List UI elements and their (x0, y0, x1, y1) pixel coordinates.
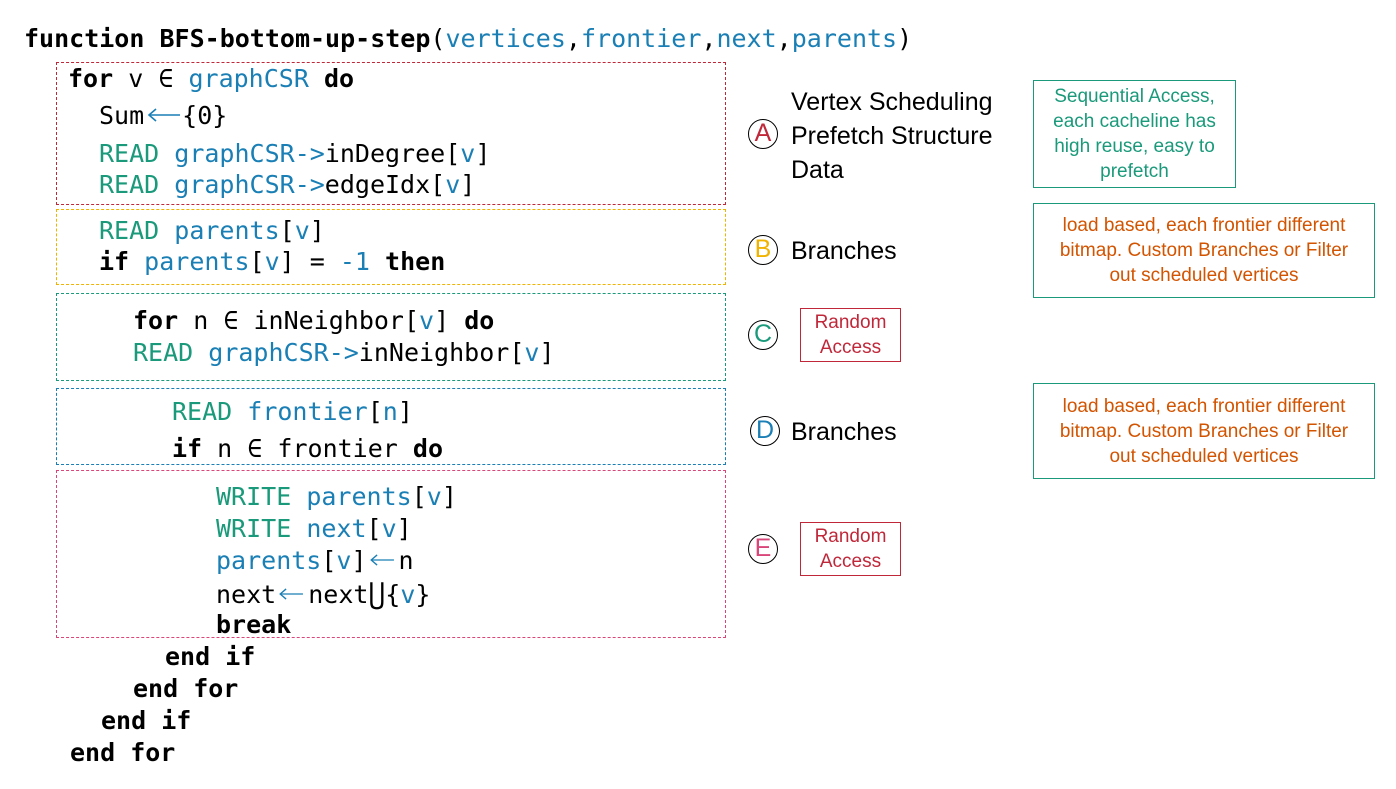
code-line-break: break (216, 610, 292, 639)
code-line-for-v: for v ∈ graphCSR do (68, 64, 355, 93)
code-line-read-indegree: READ graphCSR->inDegree[v] (99, 139, 491, 168)
code-line-if-n-frontier: if n ∈ frontier do (172, 434, 444, 463)
code-line-for-n: for n ∈ inNeighbor[v] do (133, 306, 495, 335)
code-line-end-if-inner: end if (165, 642, 256, 671)
assign-arrow-icon (279, 588, 304, 600)
annotation-label-a-line: Vertex Scheduling (791, 88, 993, 116)
note-branches-b: load based, each frontier different bitm… (1033, 203, 1375, 298)
marker-e: E (748, 534, 778, 564)
annotation-label-a: Vertex Scheduling Prefetch Structure Dat… (791, 85, 993, 187)
marker-b: B (748, 235, 778, 265)
region-a-box (56, 62, 726, 205)
assign-arrow-icon (369, 554, 394, 566)
function-header: function BFS-bottom-up-step(vertices,fro… (24, 24, 913, 53)
code-line-write-next: WRITE next[v] (216, 514, 412, 543)
annotation-label-a-line: Data (791, 156, 844, 184)
code-line-end-for-inner: end for (133, 674, 239, 703)
code-line-assign-parents: parents[v]n (216, 546, 414, 575)
code-line-end-for-outer: end for (70, 738, 176, 767)
note-random-access-c: Random Access (800, 308, 901, 362)
code-line-if-parents: if parents[v] = -1 then (99, 247, 446, 276)
annotation-label-a-line: Prefetch Structure (791, 122, 993, 150)
assign-arrow-icon (147, 108, 181, 122)
code-line-read-edgeidx: READ graphCSR->edgeIdx[v] (99, 170, 476, 199)
note-sequential-access: Sequential Access, each cacheline has hi… (1033, 80, 1236, 188)
code-line-sum: Sum{0} (99, 101, 228, 130)
marker-c: C (748, 320, 778, 350)
marker-d: D (750, 416, 780, 446)
note-branches-d: load based, each frontier different bitm… (1033, 383, 1375, 479)
annotation-label-d: Branches (791, 418, 897, 446)
region-b-box (56, 209, 726, 285)
note-random-access-e: Random Access (800, 522, 901, 576)
region-c-box (56, 293, 726, 381)
code-line-write-parents: WRITE parents[v] (216, 482, 457, 511)
code-line-read-frontier: READ frontier[n] (172, 397, 413, 426)
region-e-box (56, 470, 726, 638)
annotation-label-b: Branches (791, 237, 897, 265)
marker-a: A (748, 119, 778, 149)
code-line-read-inneighbor: READ graphCSR->inNeighbor[v] (133, 338, 555, 367)
code-line-end-if-outer: end if (101, 706, 192, 735)
code-line-read-parents: READ parents[v] (99, 216, 325, 245)
region-d-box (56, 388, 726, 465)
